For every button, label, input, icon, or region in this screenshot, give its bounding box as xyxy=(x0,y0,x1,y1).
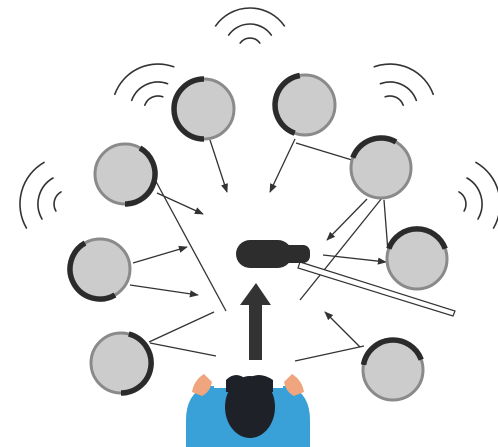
sound-wave-icon xyxy=(20,162,44,228)
connector-line xyxy=(323,255,386,262)
sound-wave-icon xyxy=(132,82,168,100)
sound-wave-icon xyxy=(467,178,482,219)
connector-line xyxy=(153,176,226,311)
sound-wave-icon xyxy=(385,96,403,105)
person-topdown-icon xyxy=(186,374,310,447)
speaker-circle-icon xyxy=(91,333,151,393)
connector-line xyxy=(210,140,227,192)
sound-wave-icon xyxy=(115,64,174,94)
connector-line xyxy=(130,285,198,295)
sound-wave-icon xyxy=(54,192,61,211)
speaker-circle-icon xyxy=(174,79,234,139)
sound-wave-icon xyxy=(229,24,272,35)
sound-wave-icon xyxy=(374,64,433,94)
connector-line xyxy=(296,143,352,160)
sound-wave-icon xyxy=(38,178,53,219)
speaker-circle-icon xyxy=(351,138,411,198)
speaker-circle-icon xyxy=(275,75,335,135)
sound-wave-icon xyxy=(145,96,163,105)
connector-line xyxy=(149,312,214,342)
connector-line xyxy=(327,199,367,240)
connector-line xyxy=(150,343,216,356)
sound-wave-icon xyxy=(459,192,466,211)
sound-waves xyxy=(20,8,498,228)
connector-line xyxy=(270,139,295,192)
speaker-circle-icon xyxy=(95,144,155,204)
connector-line xyxy=(325,312,360,347)
sound-wave-icon xyxy=(240,38,260,43)
speaker-circle-icon xyxy=(363,340,423,400)
connector-line xyxy=(295,346,364,361)
connector-line xyxy=(133,247,187,263)
speaker-circle-icon xyxy=(387,229,447,289)
up-arrow-icon xyxy=(240,283,271,360)
sound-wave-icon xyxy=(380,82,416,100)
speaker-circle-icon xyxy=(70,239,130,299)
